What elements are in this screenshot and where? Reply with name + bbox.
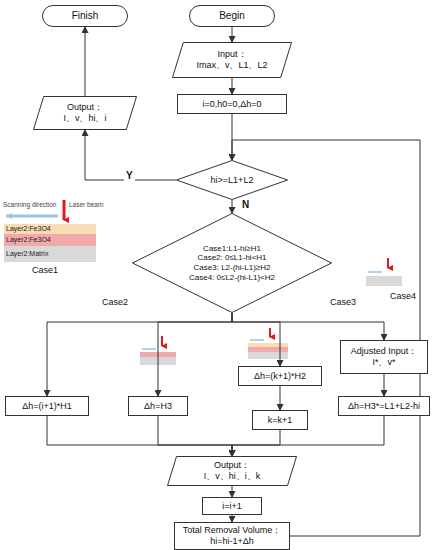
node-text: Case1:L1-hi≥H1Case2: 0≤L1-hi<H1Case3: L2… bbox=[189, 244, 275, 282]
node-label: Case1:L1-hi≥H1 bbox=[189, 244, 275, 254]
node-label: Imax、v、L1、L2 bbox=[196, 60, 267, 71]
node-label: Δh=(k+1)*H2 bbox=[254, 371, 306, 382]
flow-arrow bbox=[232, 313, 280, 366]
process-box: i=i+1 bbox=[202, 497, 262, 515]
node-text: Δh=(i+1)*H1 bbox=[22, 401, 72, 412]
node-text: Finish bbox=[72, 10, 99, 22]
edge-label: Y bbox=[124, 170, 135, 181]
annotation-label: Case1 bbox=[32, 266, 58, 276]
process-box: Δh=(i+1)*H1 bbox=[5, 396, 89, 416]
node-label: Finish bbox=[72, 10, 99, 22]
input-box: Adjusted Input：I*、v* bbox=[340, 340, 428, 374]
output-box: Output：I、v、hi、i bbox=[33, 96, 137, 130]
node-text: Δh=H3*=L1+L2-hi bbox=[348, 401, 420, 412]
node-label: Δh=(i+1)*H1 bbox=[22, 401, 72, 412]
decision-diamond: Case1:L1-hi≥H1Case2: 0≤L1-hi<H1Case3: L2… bbox=[132, 213, 332, 313]
annotation-label: Laser beam bbox=[69, 201, 103, 208]
flow-arrow bbox=[47, 313, 232, 396]
flow-arrow bbox=[232, 515, 233, 522]
layer-fe3o4 bbox=[4, 234, 96, 246]
process-box: Δh=H3*=L1+L2-hi bbox=[338, 396, 430, 416]
process-box: i=0,h0=0,Δh=0 bbox=[177, 94, 287, 114]
edge-label: N bbox=[240, 199, 251, 210]
flow-arrow bbox=[158, 416, 232, 456]
node-label: Δh=H3*=L1+L2-hi bbox=[348, 401, 420, 412]
layer-matrix bbox=[4, 246, 96, 262]
annotation-label: Case2 bbox=[102, 298, 128, 308]
process-box: Δh=(k+1)*H2 bbox=[238, 366, 322, 386]
node-label: I、v、hi、i bbox=[63, 113, 106, 124]
node-label: Total Removal Volume： bbox=[183, 525, 282, 536]
node-text: i=i+1 bbox=[222, 501, 242, 512]
process-box: k=k+1 bbox=[252, 410, 308, 430]
flow-arrow bbox=[158, 313, 232, 396]
node-label: Case2: 0≤L1-hi<H1 bbox=[189, 253, 275, 263]
node-label: hi=hi-1+Δh bbox=[183, 536, 282, 547]
flow-arrow bbox=[232, 200, 233, 213]
node-text: Δh=H3 bbox=[144, 401, 172, 412]
node-text: i=0,h0=0,Δh=0 bbox=[203, 99, 262, 110]
process-box: Total Removal Volume：hi=hi-1+Δh bbox=[174, 522, 290, 550]
node-label: Output： bbox=[204, 460, 261, 471]
input-box: Input：Imax、v、L1、L2 bbox=[172, 42, 292, 78]
flow-arrow bbox=[47, 416, 232, 456]
node-text: k=k+1 bbox=[268, 415, 293, 426]
flow-arrow bbox=[85, 130, 176, 180]
node-label: Adjusted Input： bbox=[351, 346, 418, 357]
annotation-label: Scanning direction bbox=[3, 201, 56, 208]
annotation-label: Case3 bbox=[330, 298, 356, 308]
node-text: Output：I、v、hi、i、k bbox=[204, 460, 261, 482]
flow-arrow bbox=[232, 27, 233, 42]
flow-arrow bbox=[232, 430, 280, 456]
node-text: Adjusted Input：I*、v* bbox=[351, 346, 418, 368]
annotation-label: Layer2:Fe3O4 bbox=[6, 225, 51, 233]
node-text: Δh=(k+1)*H2 bbox=[254, 371, 306, 382]
annotation-label: Layer2:Matrix bbox=[6, 250, 48, 258]
node-text: Total Removal Volume：hi=hi-1+Δh bbox=[183, 525, 282, 547]
node-text: hi>=L1+L2 bbox=[211, 175, 254, 186]
laser-arrow bbox=[63, 200, 66, 220]
process-box: Δh=H3 bbox=[128, 396, 188, 416]
node-label: I*、v* bbox=[351, 357, 418, 368]
node-label: Case3: L2-(hi-L1)≥H2 bbox=[189, 263, 275, 273]
node-label: Begin bbox=[219, 10, 245, 22]
flow-arrow bbox=[232, 78, 233, 94]
decision-diamond: hi>=L1+L2 bbox=[176, 160, 288, 200]
node-label: i=0,h0=0,Δh=0 bbox=[203, 99, 262, 110]
node-label: i=i+1 bbox=[222, 501, 242, 512]
node-label: Input： bbox=[196, 49, 267, 60]
flow-arrow bbox=[85, 27, 86, 96]
node-text: Begin bbox=[219, 10, 245, 22]
annotation-label: Case4 bbox=[390, 292, 416, 302]
scan-arrow bbox=[6, 215, 58, 218]
node-label: k=k+1 bbox=[268, 415, 293, 426]
terminal: Begin bbox=[189, 5, 275, 27]
layer-fe3o4 bbox=[4, 224, 96, 234]
node-label: I、v、hi、i、k bbox=[204, 471, 261, 482]
flow-arrow bbox=[384, 374, 385, 396]
node-label: Case4: 0≤L2-(hi-L1)<H2 bbox=[189, 273, 275, 283]
node-label: Δh=H3 bbox=[144, 401, 172, 412]
terminal: Finish bbox=[42, 5, 128, 27]
node-label: Output： bbox=[63, 102, 106, 113]
output-box: Output：I、v、hi、i、k bbox=[167, 456, 297, 486]
flow-arrow bbox=[232, 313, 384, 340]
case3-icon bbox=[248, 328, 288, 359]
annotation-label: Layer2:Fe3O4 bbox=[6, 236, 51, 244]
flow-arrow bbox=[232, 486, 233, 497]
case4-icon bbox=[366, 258, 402, 286]
node-text: Output：I、v、hi、i bbox=[63, 102, 106, 124]
node-text: Input：Imax、v、L1、L2 bbox=[196, 49, 267, 71]
node-label: hi>=L1+L2 bbox=[211, 175, 254, 186]
flow-arrow bbox=[280, 386, 281, 410]
